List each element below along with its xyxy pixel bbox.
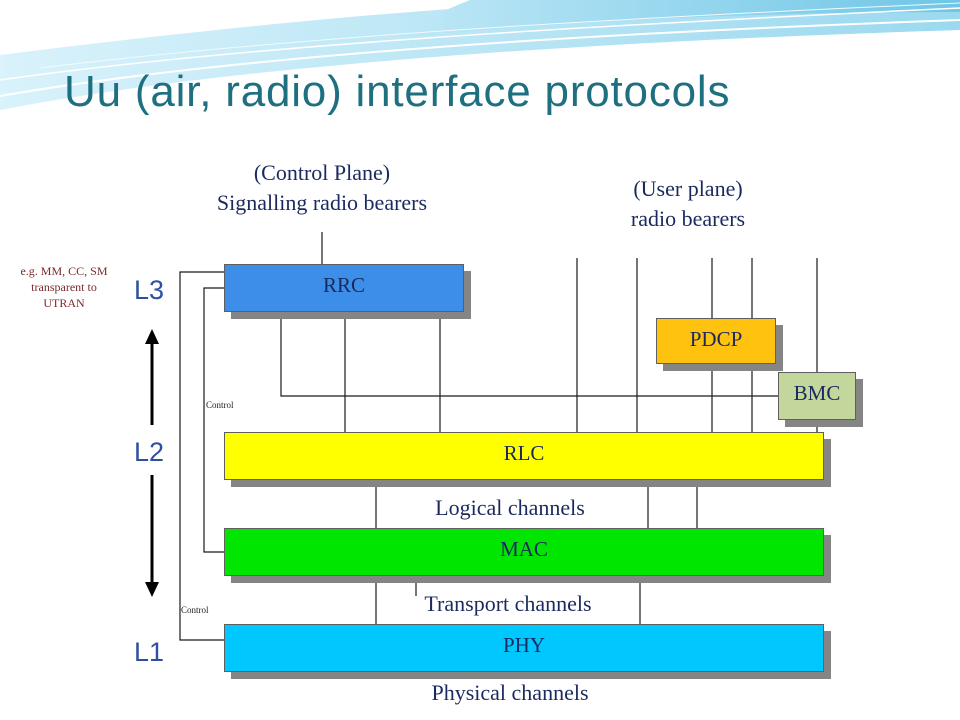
control-plane-subtitle: Signalling radio bearers [216,190,428,215]
rlc-label: RLC [503,441,545,465]
wave-stroke [0,7,960,81]
rrc-label: RRC [322,273,366,297]
wave-stroke [0,19,960,97]
layer-label-l1: L1 [134,637,165,667]
layer-arrow-down-icon [145,582,159,597]
layer-label-l2: L2 [134,437,165,467]
user-plane-caption: (User plane) radio bearers [563,174,813,234]
nas-note-line: UTRAN [43,296,85,310]
rrc-block: RRC [224,264,464,312]
rrc-to-bmc-control-line [280,312,778,397]
phy-block: PHY [224,624,824,672]
rrc-to-phy-control-line [179,271,224,641]
nas-note: e.g. MM, CC, SM transparent to UTRAN [4,263,124,311]
wave-stroke [39,2,960,69]
pdcp-block: PDCP [656,318,776,364]
rrc-to-mac-control-line [203,287,224,553]
layer-label-l3: L3 [134,275,165,305]
control-label-mac: Control [206,400,234,410]
nas-note-line: transparent to [31,280,97,294]
physical-channels-label: Physical channels [431,680,589,705]
header-wave-decoration [0,0,960,110]
slide-title: Uu (air, radio) interface protocols [64,67,731,116]
bmc-label: BMC [793,381,841,405]
logical-channels-label: Logical channels [435,495,585,520]
control-plane-caption: (Control Plane) Signalling radio bearers [172,158,472,218]
mac-block: MAC [224,528,824,576]
nas-note-line: e.g. MM, CC, SM [20,264,108,278]
control-plane-title: (Control Plane) [253,160,391,185]
wave-band-light [0,0,960,110]
layer-arrow-up-icon [145,329,159,344]
bmc-block: BMC [778,372,856,420]
phy-label: PHY [502,633,545,657]
user-plane-subtitle: radio bearers [630,206,746,231]
control-label-phy: Control [181,605,209,615]
mac-label: MAC [500,537,548,561]
transport-channels-label: Transport channels [424,591,592,616]
rlc-block: RLC [224,432,824,480]
pdcp-label: PDCP [689,327,743,351]
user-plane-title: (User plane) [633,176,743,201]
